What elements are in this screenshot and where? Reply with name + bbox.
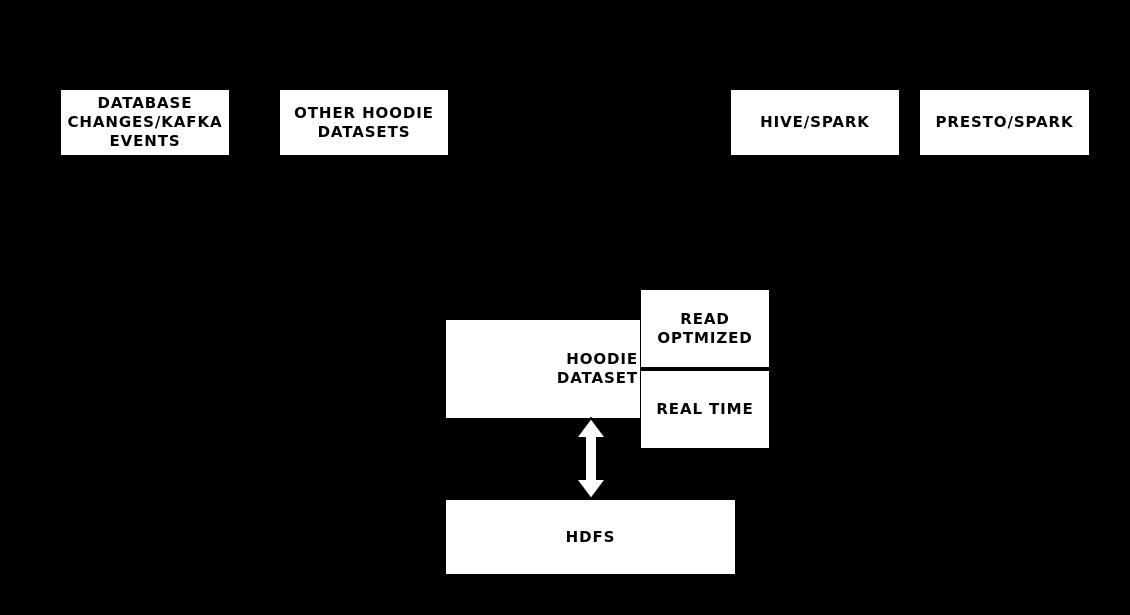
node-label: HOODIE DATASET <box>556 350 638 387</box>
node-database-changes-kafka-events[interactable]: DATABASE CHANGES/KAFKA EVENTS <box>61 90 229 155</box>
node-hdfs[interactable]: HDFS <box>446 500 735 574</box>
node-label: DATABASE CHANGES/KAFKA EVENTS <box>67 94 223 150</box>
node-label: HDFS <box>565 527 616 546</box>
node-label: OTHER HOODIE DATASETS <box>294 103 434 141</box>
node-label: PRESTO/SPARK <box>935 113 1074 132</box>
node-real-time-view[interactable]: REAL TIME <box>641 371 769 448</box>
node-label: HIVE/SPARK <box>760 113 870 132</box>
node-hive-spark[interactable]: HIVE/SPARK <box>731 90 899 155</box>
node-read-optimized-view[interactable]: READ OPTMIZED <box>641 290 769 367</box>
double-headed-arrow-hoodie-hdfs <box>574 417 608 500</box>
node-label: READ OPTMIZED <box>657 309 753 347</box>
node-presto-spark[interactable]: PRESTO/SPARK <box>920 90 1089 155</box>
node-other-hoodie-datasets[interactable]: OTHER HOODIE DATASETS <box>280 90 448 155</box>
views-divider <box>641 367 769 371</box>
views-stack: READ OPTMIZED REAL TIME <box>641 290 769 448</box>
node-hoodie-dataset[interactable]: HOODIE DATASET <box>446 320 640 418</box>
node-label: REAL TIME <box>656 400 754 419</box>
